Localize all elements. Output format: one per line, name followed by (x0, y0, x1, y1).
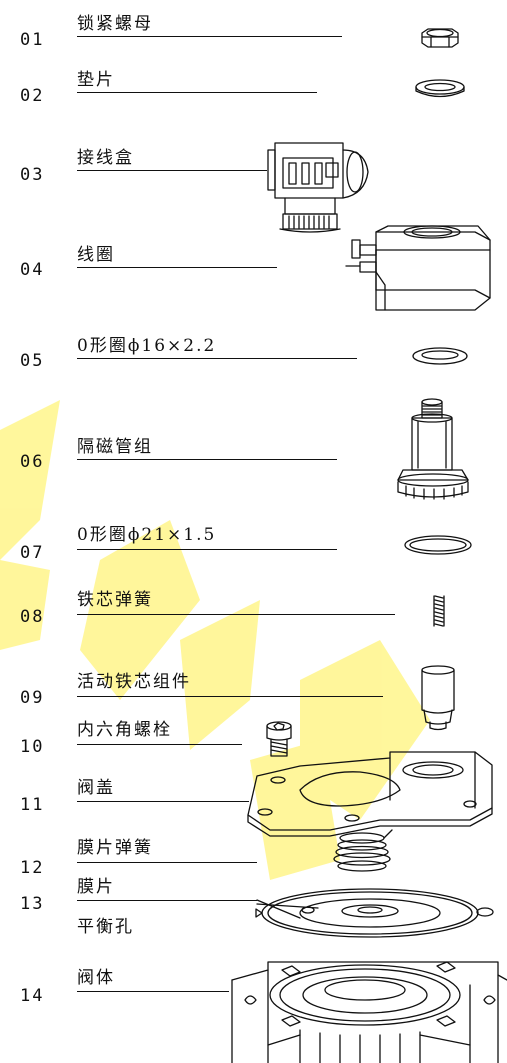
core-spring-drawing (433, 595, 445, 627)
part-label-09: 活动铁芯组件 (77, 672, 191, 692)
part-label-04: 线圈 (77, 245, 115, 265)
coil-drawing (345, 225, 491, 311)
leader-line-07 (77, 549, 337, 550)
leader-line-01 (77, 36, 342, 37)
o-ring-small-drawing (412, 347, 468, 365)
leader-line-13 (77, 900, 257, 901)
junction-box-drawing (267, 142, 369, 233)
part-label-14: 阀体 (77, 968, 115, 988)
leader-line-10 (77, 744, 242, 745)
leader-line-05 (77, 358, 357, 359)
moving-core-drawing (421, 665, 455, 731)
part-label-02: 垫片 (77, 70, 115, 90)
leader-line-09 (77, 696, 383, 697)
part-label-10: 内六角螺栓 (77, 720, 172, 740)
leader-line-04 (77, 267, 277, 268)
part-label-08: 铁芯弹簧 (77, 590, 153, 610)
part-label-03: 接线盒 (77, 148, 134, 168)
valve-cover-drawing (247, 751, 493, 837)
part-number-12: 12 (20, 858, 45, 878)
part-label-12: 膜片弹簧 (77, 838, 153, 858)
part-number-05: 05 (20, 351, 45, 371)
leader-line-03 (77, 170, 267, 171)
part-number-10: 10 (20, 737, 45, 757)
part-label-01: 锁紧螺母 (77, 14, 153, 34)
diaphragm-drawing (255, 888, 494, 938)
part-number-01: 01 (20, 30, 45, 50)
leader-line-12 (77, 862, 257, 863)
part-number-13: 13 (20, 894, 45, 914)
diaphragm-spring-drawing (333, 829, 393, 872)
leader-line-08 (77, 614, 395, 615)
part-number-04: 04 (20, 260, 45, 280)
part-number-02: 02 (20, 86, 45, 106)
o-ring-large-drawing (404, 535, 472, 555)
valve-body-drawing (231, 961, 507, 1063)
leader-line-11 (77, 801, 249, 802)
leader-extension-13 (256, 899, 319, 919)
part-number-07: 07 (20, 543, 45, 563)
part-number-03: 03 (20, 165, 45, 185)
part-number-06: 06 (20, 452, 45, 472)
label-balance-hole: 平衡孔 (77, 917, 134, 937)
washer-drawing (415, 79, 465, 98)
part-label-05: 0形圈ϕ16×2.2 (77, 336, 217, 356)
part-number-08: 08 (20, 607, 45, 627)
part-number-09: 09 (20, 688, 45, 708)
hex-bolt-drawing (266, 721, 292, 757)
lock-nut-drawing (421, 28, 459, 48)
part-label-11: 阀盖 (77, 778, 115, 798)
part-label-07: 0形圈ϕ21×1.5 (77, 525, 217, 545)
leader-line-02 (77, 92, 317, 93)
part-label-06: 隔磁管组 (77, 437, 153, 457)
leader-line-06 (77, 459, 337, 460)
part-number-11: 11 (20, 795, 45, 815)
part-label-13: 膜片 (77, 877, 115, 897)
leader-line-14 (77, 991, 229, 992)
part-number-14: 14 (20, 986, 45, 1006)
isolation-tube-drawing (397, 398, 469, 500)
